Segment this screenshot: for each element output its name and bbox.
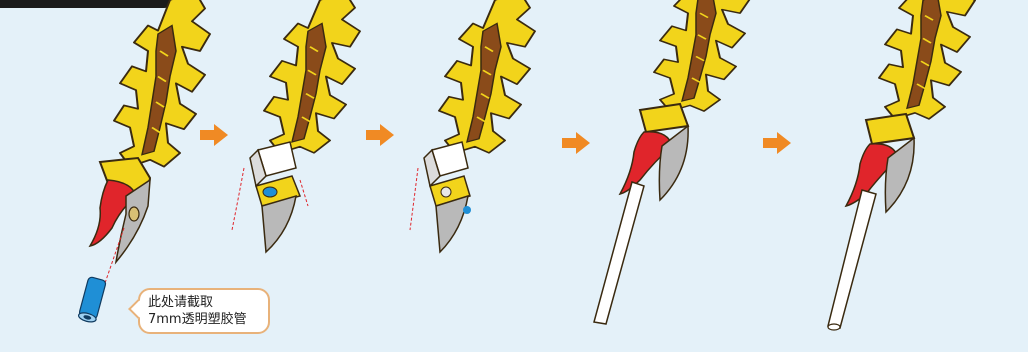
tube-cut-callout: 此处请截取 7mm透明塑胶管 (138, 288, 270, 334)
callout-line-1: 此处请截取 (148, 294, 260, 311)
arrow-right-icon (562, 132, 590, 154)
step-2-blade (232, 0, 360, 252)
step-5-blade-with-stick (828, 0, 975, 330)
arrow-right-icon (200, 124, 228, 146)
callout-line-2: 7mm透明塑胶管 (148, 311, 260, 328)
plastic-tube-icon (78, 276, 107, 323)
glue-dot-icon (463, 206, 471, 214)
step-1-blade (90, 0, 210, 286)
arrow-right-icon (763, 132, 791, 154)
step-4-blade-with-stick (594, 0, 750, 324)
bottom-divider (0, 352, 1028, 357)
step-3-blade (410, 0, 535, 252)
arrow-right-icon (366, 124, 394, 146)
